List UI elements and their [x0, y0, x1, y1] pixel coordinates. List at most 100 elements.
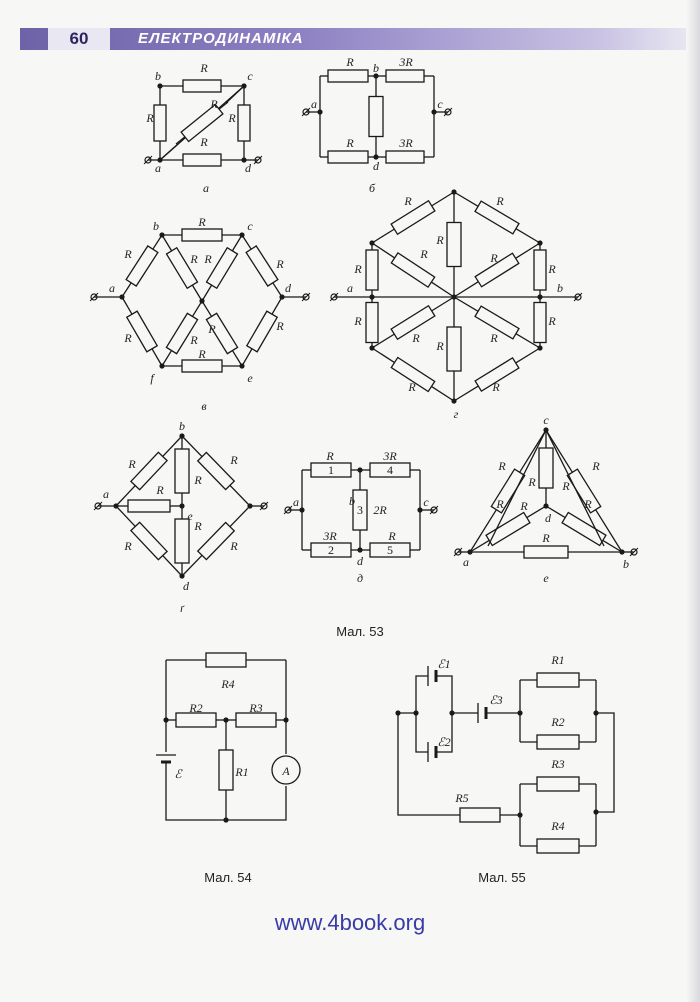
junction-node	[543, 503, 549, 509]
resistor	[536, 672, 580, 688]
resistor	[174, 448, 190, 494]
resistor-label: R	[491, 380, 500, 394]
junction-node	[413, 710, 419, 716]
label: R1	[234, 765, 248, 779]
label: в	[201, 399, 206, 413]
resistor-label: R	[199, 135, 208, 149]
label: e	[187, 509, 193, 523]
junction-node	[373, 73, 379, 79]
resistor-label: R	[345, 136, 354, 150]
resistor	[182, 79, 222, 93]
figure-54-caption: Мал. 54	[204, 870, 251, 885]
resistor-label: R	[353, 262, 362, 276]
wire	[175, 136, 186, 145]
label: d	[545, 511, 552, 525]
junction-node	[179, 433, 185, 439]
wire	[272, 282, 283, 298]
resistor-label: R	[547, 314, 556, 328]
wire	[440, 713, 453, 753]
wire	[191, 284, 203, 302]
resistor	[327, 69, 369, 83]
junction-node	[199, 298, 205, 304]
junction-node	[369, 345, 375, 351]
figure-55-caption: Мал. 55	[478, 870, 525, 885]
wire	[415, 713, 428, 753]
label: е	[543, 571, 549, 585]
wire	[440, 675, 453, 713]
junction-node	[373, 154, 379, 160]
resistor	[369, 462, 411, 478]
junction-node	[451, 294, 457, 300]
resistor	[205, 246, 239, 290]
wire	[231, 234, 243, 252]
resistor-label: R	[541, 531, 550, 545]
resistor-label: R	[203, 252, 212, 266]
wire	[225, 85, 245, 104]
label: R3	[248, 701, 262, 715]
wire	[271, 296, 283, 315]
resistor-label: R	[547, 262, 556, 276]
ammeter	[271, 755, 301, 785]
resistor	[235, 712, 277, 728]
junction-node	[451, 189, 457, 195]
resistor-label: R	[435, 233, 444, 247]
resistor-label: R	[197, 215, 206, 229]
label: ґ	[180, 601, 185, 615]
wire	[201, 300, 213, 317]
resistor-number: 1	[328, 463, 334, 477]
resistor	[125, 245, 159, 287]
resistor-label: R	[197, 347, 206, 361]
wire	[371, 228, 395, 244]
resistor	[196, 521, 236, 561]
resistor	[533, 301, 547, 344]
junction-node	[357, 547, 363, 553]
resistor-label: R	[407, 380, 416, 394]
junction-node	[517, 812, 523, 818]
resistor-label: R	[155, 483, 164, 497]
label: 2R	[373, 503, 387, 517]
label: d	[285, 281, 292, 295]
label: a	[103, 487, 109, 501]
wire	[519, 429, 547, 473]
wire	[397, 713, 440, 816]
wire	[161, 350, 173, 367]
wire	[515, 347, 541, 364]
resistor-label: R	[275, 257, 284, 271]
junction-node	[159, 232, 165, 238]
resistor-label: 3R	[398, 136, 413, 150]
resistor	[352, 489, 368, 531]
resistor	[390, 199, 436, 236]
wire	[115, 485, 136, 507]
resistor-label: R	[209, 97, 218, 111]
wire	[595, 509, 623, 553]
resistor	[237, 104, 251, 142]
junction-node	[543, 427, 549, 433]
resistor	[165, 246, 199, 290]
junction-node	[163, 717, 169, 723]
section-title: ЕЛЕКТРОДИНАМІКА	[138, 30, 304, 47]
resistor	[153, 104, 167, 142]
label: R1	[550, 653, 564, 667]
wire	[241, 348, 253, 367]
label: d	[373, 159, 380, 173]
label: д	[357, 571, 363, 585]
resistor-number: 5	[387, 543, 393, 557]
watermark-link[interactable]: www.4book.org	[274, 910, 426, 935]
label: R	[193, 473, 202, 487]
junction-node	[179, 503, 185, 509]
junction-node	[537, 240, 543, 246]
page-spine-shadow	[686, 0, 700, 1002]
junction-node	[283, 717, 289, 723]
resistor	[368, 95, 384, 138]
label: ℰ3	[489, 693, 502, 707]
resistor	[369, 542, 411, 558]
resistor	[182, 153, 222, 167]
label: ℰ	[174, 767, 183, 781]
label: c	[247, 219, 253, 233]
label: R	[519, 499, 528, 513]
resistor	[536, 776, 580, 792]
resistor	[390, 356, 436, 393]
junction-node	[157, 83, 163, 89]
